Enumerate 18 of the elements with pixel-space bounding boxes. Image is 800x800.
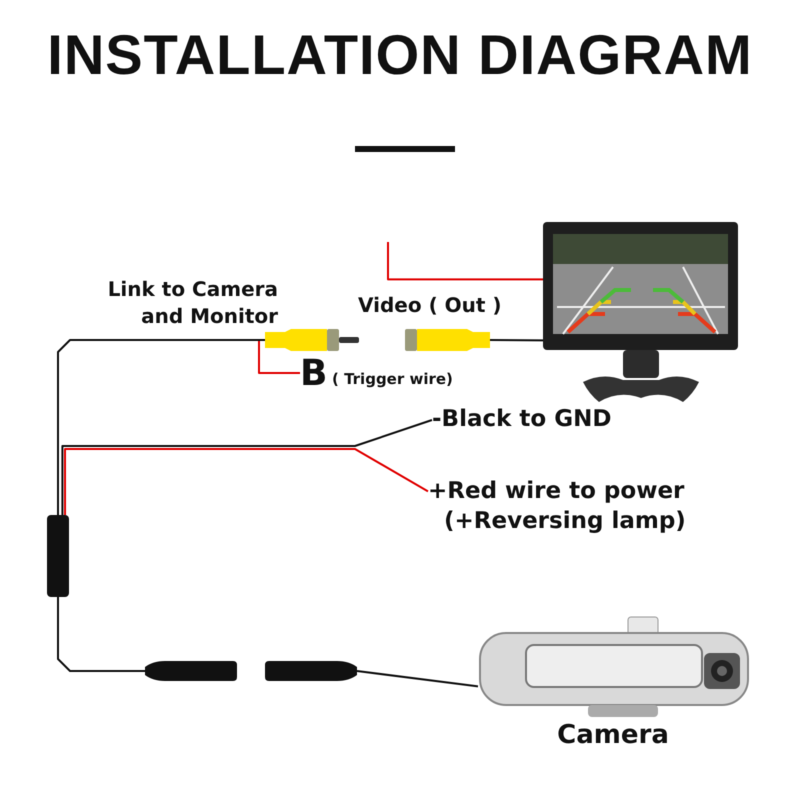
wire-label: ( Trigger wire) <box>332 369 453 390</box>
wire <box>61 419 432 515</box>
wire <box>64 448 428 515</box>
inline-connector <box>47 515 69 597</box>
node-label: Camera <box>556 719 670 751</box>
wire-label: Link to Camera and Monitor <box>106 276 278 330</box>
wire <box>490 339 543 342</box>
wire-label: Video ( Out ) <box>358 292 502 319</box>
wire-letter: B <box>300 354 328 394</box>
wire <box>57 597 145 672</box>
wire <box>57 339 265 515</box>
wire-label: +Red wire to power <box>428 477 684 506</box>
title: INSTALLATION DIAGRAM <box>46 22 754 87</box>
wire-label: -Black to GND <box>432 405 612 434</box>
wire <box>356 670 478 688</box>
wire <box>258 339 300 374</box>
wire-note: (+Reversing lamp) <box>444 507 686 536</box>
wire <box>387 242 543 280</box>
